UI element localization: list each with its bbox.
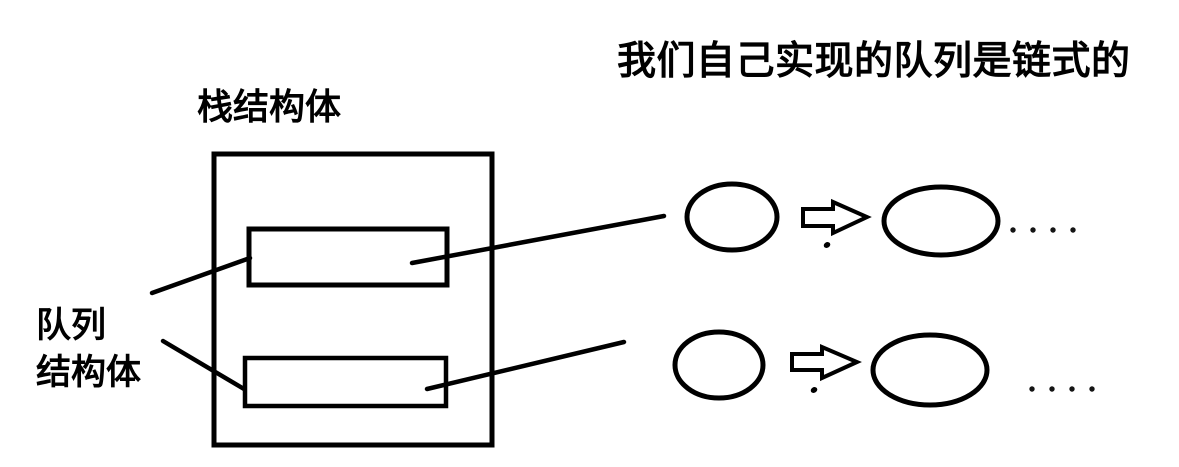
bottom-chain-comma-mark [810, 387, 818, 393]
top-chain-arrow-icon [801, 198, 872, 237]
top-chain-next-node [881, 184, 1001, 258]
top-chain-ellipsis-dots [1010, 227, 1076, 233]
page-title: 我们自己实现的队列是链式的 [617, 39, 1131, 84]
field-top-pointer-line [409, 213, 667, 266]
queue-field-top-box [246, 226, 450, 288]
queue-label-line-top [149, 255, 253, 296]
queue-struct-label-line2: 结构体 [36, 353, 142, 393]
field-bottom-pointer-line [424, 339, 627, 392]
struct-body-box [211, 151, 495, 448]
queue-struct-label: 队列 结构体 [36, 303, 141, 397]
top-chain-comma-mark [823, 242, 831, 248]
bottom-chain-arrow-icon [790, 343, 862, 382]
queue-field-bottom-box [242, 355, 449, 409]
bottom-chain-ellipsis-dots [1029, 386, 1095, 392]
queue-struct-label-line1: 队列 [36, 306, 107, 346]
top-chain-head-node [684, 181, 780, 253]
queue-label-line-bottom [160, 338, 247, 392]
bottom-chain-next-node [870, 332, 990, 408]
bottom-chain-head-node [672, 329, 766, 401]
stack-struct-label: 栈结构体 [197, 87, 342, 128]
